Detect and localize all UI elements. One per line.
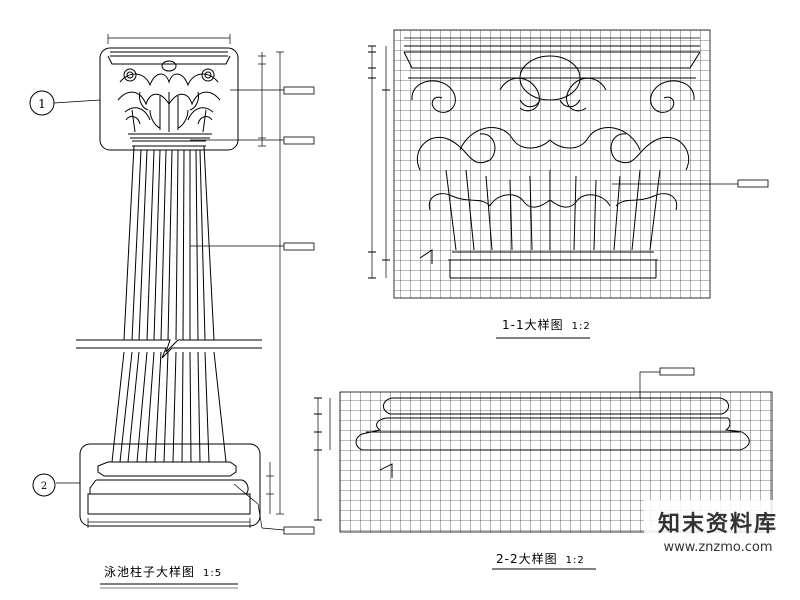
section-2-2-title-text: 2-2大样图	[496, 552, 558, 566]
callout-circle-2	[32, 473, 56, 497]
section-1-1-scale: 1:2	[571, 321, 591, 332]
capital-frame	[99, 47, 239, 151]
watermark: 知末资料库 www.znzmo.com	[644, 500, 792, 562]
column-elevation	[29, 34, 315, 535]
base-frame	[79, 443, 261, 527]
break-line	[76, 339, 262, 353]
dimension-lines	[87, 34, 284, 528]
capital-ornament	[117, 60, 221, 139]
detail-1-1	[368, 29, 769, 339]
callout-2-label: 2	[41, 481, 47, 492]
leader-lines	[53, 89, 285, 531]
watermark-url: www.znzmo.com	[663, 540, 773, 555]
watermark-brand: 知末资料库	[657, 512, 778, 537]
section-1-1-title: 1-1大样图 1:2	[502, 316, 591, 333]
column-detail-title: 泳池柱子大样图 1:5	[104, 563, 222, 580]
column-detail-scale: 1:5	[203, 568, 223, 579]
section-2-2-scale: 1:2	[565, 555, 585, 566]
shaft-flutes	[131, 149, 206, 341]
callout-1-label: 1	[38, 97, 46, 111]
section-2-2-title: 2-2大样图 1:2	[496, 550, 585, 567]
callout-circle-1	[29, 90, 55, 116]
material-tag	[283, 86, 315, 535]
detail-1-1-grid	[393, 29, 711, 299]
section-1-1-title-text: 1-1大样图	[502, 318, 564, 332]
column-detail-title-text: 泳池柱子大样图	[104, 565, 196, 579]
